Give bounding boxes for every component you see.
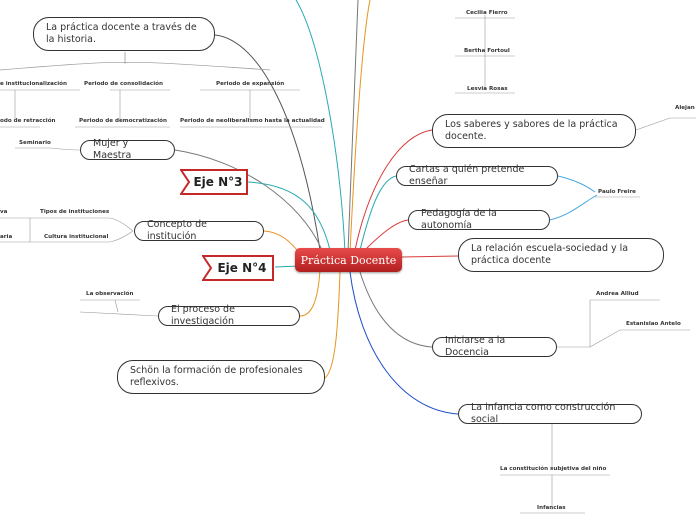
branch-eje3 xyxy=(247,181,331,251)
sub-va[interactable]: va xyxy=(0,209,8,215)
sub-democratizacion[interactable]: Periodo de democratización xyxy=(79,118,167,124)
seminario-line xyxy=(15,147,81,151)
sub-retraccion[interactable]: odo de retracción xyxy=(0,118,56,124)
sub-cecilia[interactable]: Cecilia Fierro xyxy=(466,10,508,16)
sub-expansion[interactable]: Periodo de expansión xyxy=(216,81,285,87)
node-institucion[interactable]: Concepto de institución xyxy=(134,219,264,242)
sub-infancias[interactable]: Infancias xyxy=(537,505,566,511)
branch-top-orange xyxy=(349,0,371,253)
branch-relacion xyxy=(401,255,459,258)
sub-tipos[interactable]: Tipos de instituciones xyxy=(40,209,110,215)
branch-historia xyxy=(214,34,321,251)
sub-institucionalizacion[interactable]: e institucionalización xyxy=(0,81,67,87)
sub-subjetiva[interactable]: La constitución subjetiva del niño xyxy=(500,466,607,472)
sub-bertha[interactable]: Bertha Fortoul xyxy=(464,48,510,54)
pedagogia-freire xyxy=(549,194,598,221)
institucion-children xyxy=(0,217,134,243)
eje-3-shape xyxy=(180,169,248,195)
sub-alliud[interactable]: Andrea Alliud xyxy=(596,291,639,297)
branch-top-gray xyxy=(347,0,359,253)
branch-top-teal xyxy=(295,0,346,253)
branch-saberes xyxy=(354,129,433,251)
saberes-top-children xyxy=(455,15,515,94)
sub-consolidacion[interactable]: Periodo de consolidación xyxy=(84,81,163,87)
branch-pedagogia xyxy=(364,219,409,251)
node-saberes[interactable]: Los saberes y sabores de la práctica doc… xyxy=(432,114,636,148)
node-historia[interactable]: La práctica docente a través de la histo… xyxy=(33,17,215,51)
eje-3-label[interactable]: Eje N°3 xyxy=(180,169,248,195)
eje-4-text: Eje N°4 xyxy=(217,261,267,275)
node-pedagogia[interactable]: Pedagogía de la autonomía xyxy=(408,208,550,231)
node-infancia[interactable]: La infancia como construcción social xyxy=(458,402,642,425)
sub-aria[interactable]: aria xyxy=(0,234,13,240)
node-schon[interactable]: Schön la formación de profesionales refl… xyxy=(117,360,325,394)
historia-children xyxy=(0,52,271,71)
eje-3-text: Eje N°3 xyxy=(193,175,243,189)
alejandro-line xyxy=(635,117,696,131)
central-topic[interactable]: Práctica Docente xyxy=(295,248,402,272)
branch-infancia xyxy=(349,271,459,415)
branch-iniciarse xyxy=(359,271,433,348)
node-mujer[interactable]: Mujer y Maestra xyxy=(80,138,175,161)
node-cartas[interactable]: Cartas a quién pretende enseñar xyxy=(396,164,558,187)
observacion-line xyxy=(79,299,159,317)
sub-cultura[interactable]: Cultura institucional xyxy=(44,234,109,240)
branch-schon xyxy=(324,271,341,379)
sub-neoliberalismo[interactable]: Periodo de neoliberalismo hasta la actua… xyxy=(180,118,325,124)
node-relacion[interactable]: La relación escuela-sociedad y la prácti… xyxy=(458,238,664,272)
sub-observacion[interactable]: La observación xyxy=(86,291,134,297)
sub-seminario[interactable]: Seminario xyxy=(19,140,51,146)
branch-mujer xyxy=(174,149,323,251)
branch-investigacion xyxy=(299,269,321,317)
historia-verticals xyxy=(14,90,251,120)
sub-freire[interactable]: Paulo Freire xyxy=(598,189,636,195)
sub-antelo[interactable]: Estanislao Antelo xyxy=(626,321,681,327)
cartas-freire xyxy=(557,175,596,193)
iniciarse-children xyxy=(557,299,690,348)
node-investigacion[interactable]: El proceso de investigación xyxy=(158,304,300,327)
sub-alejandro[interactable]: Alejan xyxy=(675,105,695,111)
branch-cartas xyxy=(359,175,397,251)
sub-lesvia[interactable]: Lesvia Rosas xyxy=(467,86,508,92)
eje-4-shape xyxy=(202,255,274,281)
eje-4-label[interactable]: Eje N°4 xyxy=(202,255,274,281)
node-iniciarse[interactable]: Iniciarse a la Docencia xyxy=(432,335,557,358)
infancia-children xyxy=(500,424,610,514)
